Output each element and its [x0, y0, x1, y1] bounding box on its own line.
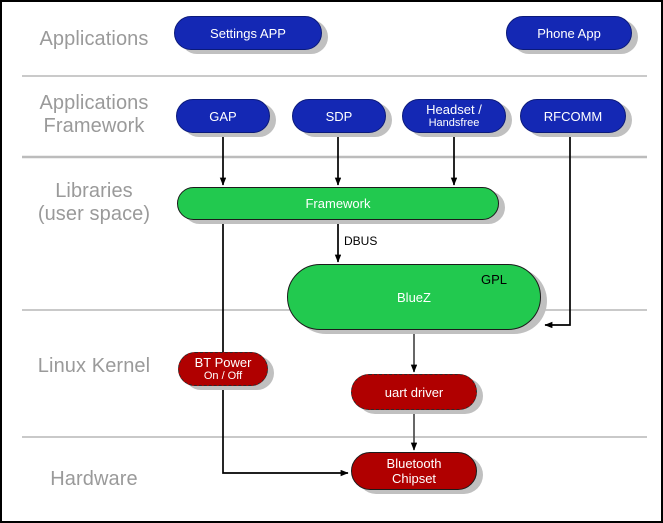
node-sdp[interactable]: SDP — [292, 99, 386, 133]
edge-label-dbus: DBUS — [344, 234, 378, 248]
node-bluez-label: BlueZ — [397, 289, 431, 305]
node-rfcomm[interactable]: RFCOMM — [520, 99, 626, 133]
node-uart-driver[interactable]: uart driver — [351, 374, 477, 410]
node-settings-app[interactable]: Settings APP — [174, 16, 322, 50]
node-bluetooth-chipset-sublabel: Chipset — [391, 471, 437, 486]
node-bt-power-label: BT Power — [194, 355, 252, 370]
node-settings-app-label: Settings APP — [210, 25, 286, 41]
node-headset-handsfree[interactable]: Headset / Handsfree — [402, 99, 506, 133]
node-uart-driver-label: uart driver — [384, 384, 444, 400]
node-gap-label: GAP — [209, 108, 237, 124]
node-bluez[interactable]: BlueZ — [287, 264, 541, 330]
node-phone-app[interactable]: Phone App — [506, 16, 632, 50]
node-rfcomm-label: RFCOMM — [543, 108, 603, 124]
layer-label-hardware: Hardware — [50, 468, 138, 490]
node-bt-power-sublabel: On / Off — [203, 370, 243, 382]
node-headset-handsfree-label: Headset / — [426, 102, 482, 117]
node-bluez-license-tag: GPL — [481, 272, 508, 287]
edges — [219, 133, 571, 477]
node-sdp-label: SDP — [325, 108, 353, 124]
edge-framework-to-chipset — [222, 220, 349, 477]
layer-label-applications: Applications — [39, 28, 149, 50]
node-phone-app-label: Phone App — [537, 25, 601, 41]
node-bluetooth-chipset-label: Bluetooth — [386, 456, 442, 471]
node-framework[interactable]: Framework — [177, 187, 499, 220]
node-headset-handsfree-sublabel: Handsfree — [428, 117, 480, 129]
node-bt-power[interactable]: BT Power On / Off — [178, 352, 268, 386]
node-framework-label: Framework — [305, 196, 371, 211]
layer-label-linux-kernel: Linux Kernel — [37, 355, 151, 377]
node-gap[interactable]: GAP — [176, 99, 270, 133]
node-bluetooth-chipset[interactable]: Bluetooth Chipset — [351, 452, 477, 490]
layer-label-applications-framework: Applications Framework — [39, 92, 149, 137]
layer-label-libraries: Libraries (user space) — [37, 180, 151, 225]
edge-rfcomm-to-bluez — [544, 133, 571, 329]
